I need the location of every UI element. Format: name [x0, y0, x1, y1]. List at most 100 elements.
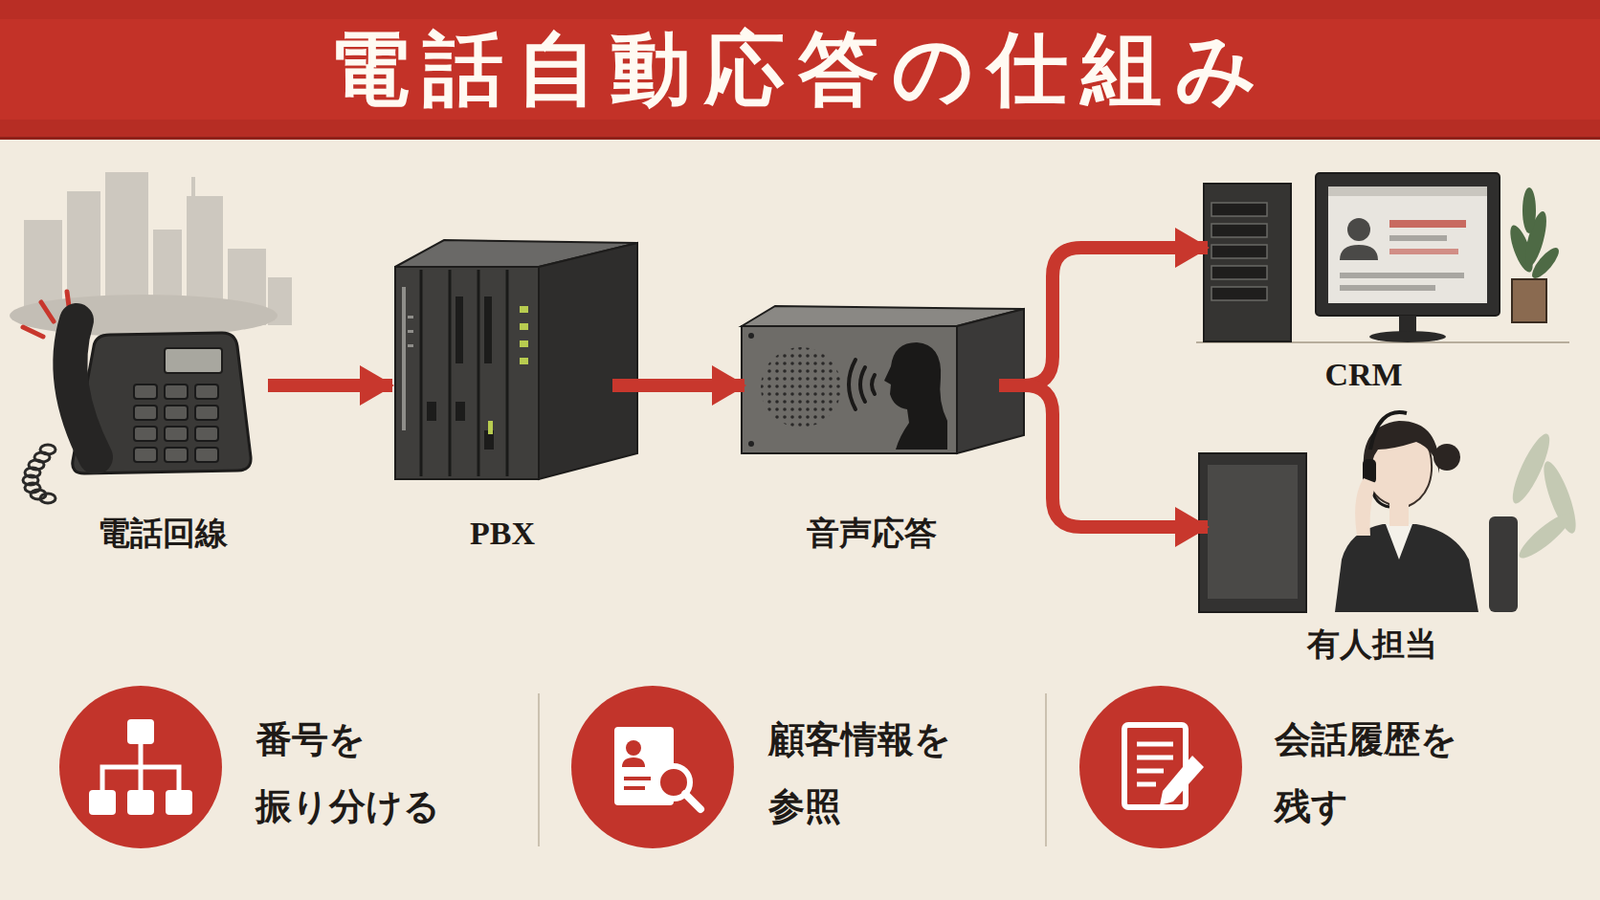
- history-log-icon: [1136, 782, 1156, 788]
- pbx-server: [448, 269, 452, 477]
- feature-label: 顧客情報を 参照: [768, 706, 999, 841]
- process-node: 電話回線: [57, 277, 268, 556]
- crm-computer: [1211, 287, 1267, 301]
- operator: [1389, 502, 1409, 527]
- operator: [1199, 453, 1307, 613]
- operator: [1488, 516, 1518, 613]
- operator: [1334, 524, 1479, 613]
- crm-computer: [1196, 173, 1570, 343]
- crm-computer: [1315, 173, 1500, 316]
- crm-computer: [1328, 186, 1488, 197]
- customer-lookup-icon: [623, 777, 651, 781]
- crm-computer: [1369, 331, 1446, 343]
- operator: [1513, 508, 1577, 565]
- crm-computer: [1389, 220, 1467, 228]
- pbx-server: [407, 344, 414, 348]
- telephone: [164, 384, 188, 400]
- operator: [1207, 465, 1298, 600]
- title-band: [0, 119, 1600, 139]
- telephone: [195, 384, 219, 400]
- separator: [1044, 693, 1047, 847]
- process-node: CRM: [1207, 162, 1520, 397]
- title-band: [0, 136, 1600, 140]
- history-log-icon: [1136, 744, 1174, 785]
- cityscape: [9, 172, 292, 337]
- crm-computer: [1347, 218, 1371, 242]
- process-node: PBX: [392, 220, 613, 556]
- pbx-server: [407, 330, 414, 334]
- pbx-server: [426, 296, 494, 450]
- telephone: [40, 493, 56, 504]
- pbx-server: [395, 266, 539, 480]
- pbx-server: [421, 269, 508, 477]
- feature-label: 会話履歴を 残す: [1274, 706, 1505, 841]
- customer-lookup-icon: [623, 786, 645, 791]
- telephone: [133, 405, 157, 421]
- voice-response-unit: [748, 441, 755, 447]
- voice-response-unit: [741, 326, 957, 454]
- customer-lookup-icon: [625, 740, 642, 756]
- voice-response-unit: [848, 359, 875, 410]
- voice-response-unit: [748, 333, 755, 339]
- title-area: 電話自動応答の仕組み: [0, 0, 1600, 139]
- flow-arrow: [267, 378, 393, 393]
- operator: [1385, 524, 1413, 560]
- crm-computer: [1511, 279, 1547, 323]
- crm-computer: [1328, 186, 1488, 304]
- routing-icon: [59, 686, 223, 849]
- routing-icon: [165, 790, 193, 816]
- crm-computer: [1506, 187, 1564, 283]
- pbx-server: [401, 287, 414, 431]
- pbx-server: [426, 401, 437, 422]
- ring-marks: [41, 302, 54, 322]
- customer-lookup-icon: [571, 686, 734, 849]
- routing-icon: [102, 744, 179, 791]
- pbx-server: [519, 357, 529, 365]
- separator: [537, 693, 540, 847]
- operator: [1199, 412, 1582, 613]
- crm-computer: [1211, 223, 1267, 238]
- pbx-server: [488, 306, 529, 435]
- flow-arrow: [999, 385, 1208, 528]
- flow-arrow: [999, 247, 1208, 386]
- telephone: [133, 384, 157, 400]
- crm-computer: [1522, 187, 1536, 234]
- history-log-icon: [1079, 686, 1243, 849]
- voice-response-unit: [884, 342, 948, 450]
- operator: [1433, 444, 1461, 471]
- crm-computer: [1211, 202, 1267, 301]
- crm-computer: [1339, 272, 1465, 279]
- voice-response-unit: [741, 306, 1024, 454]
- pbx-server: [506, 269, 510, 477]
- ring-marks: [22, 327, 44, 337]
- routing-icon: [88, 790, 116, 816]
- node-label: 音声応答: [806, 512, 937, 556]
- voice-response-unit: [760, 347, 842, 428]
- operator: [1355, 478, 1377, 536]
- customer-lookup-icon: [571, 686, 734, 849]
- routing-icon: [127, 790, 155, 816]
- title-band: [0, 0, 1600, 139]
- cityscape: [9, 294, 278, 337]
- telephone: [133, 447, 157, 463]
- flow-arrow: [612, 378, 745, 393]
- node-label: 有人担当: [1307, 623, 1438, 667]
- telephone: [133, 384, 219, 463]
- routing-icon: [102, 767, 179, 791]
- telephone: [195, 426, 219, 442]
- history-log-icon: [1159, 755, 1204, 806]
- voice-response-unit: [860, 367, 866, 402]
- cityscape: [191, 177, 196, 199]
- title-band: [0, 0, 1600, 20]
- crm-computer: [1211, 266, 1267, 280]
- telephone: [164, 405, 188, 421]
- crm-computer: [1339, 244, 1378, 261]
- operator: [1370, 412, 1407, 450]
- telephone: [164, 426, 188, 442]
- pbx-server: [519, 323, 529, 331]
- feature-label: 番号を 振り分ける: [255, 706, 486, 841]
- telephone: [195, 405, 219, 421]
- telephone: [164, 348, 223, 374]
